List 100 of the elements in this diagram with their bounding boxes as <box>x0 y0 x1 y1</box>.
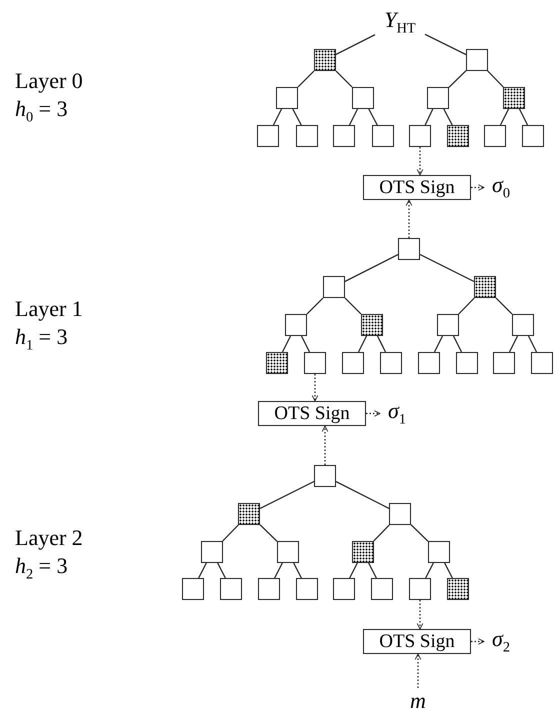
tree-edge <box>300 336 310 352</box>
tree-edge <box>222 524 239 542</box>
tree-edge <box>217 562 226 578</box>
tree-edge <box>306 298 324 314</box>
tree-node-box <box>427 87 449 109</box>
tree-node-box <box>182 578 204 600</box>
tree-node-box <box>333 125 355 147</box>
tree-edge <box>458 298 475 314</box>
tree-edge <box>425 562 434 578</box>
dotted-arrow <box>471 638 484 645</box>
shaded-tree-node-box <box>361 314 383 336</box>
root-label: Y$_{HT}$ <box>375 6 425 38</box>
signature-label: σ$_{1}$ <box>380 400 414 427</box>
tree-node-box <box>531 352 553 374</box>
shaded-tree-node-box <box>474 276 496 298</box>
tree-node-box <box>201 541 223 563</box>
height-label: h$_{0}$ = 3 <box>15 98 68 125</box>
tree-edge <box>349 562 358 578</box>
tree-edge <box>452 336 462 352</box>
tree-node-box <box>456 352 478 374</box>
tree-node-box <box>428 541 450 563</box>
tree-edge <box>496 298 512 314</box>
tree-node-box <box>389 503 411 525</box>
tree-node-box <box>493 352 515 374</box>
tree-edge <box>292 108 302 126</box>
shaded-tree-node-box <box>314 49 336 71</box>
tree-edge <box>487 70 504 88</box>
shaded-tree-node-box <box>266 352 288 374</box>
dotted-arrow <box>471 184 484 191</box>
tree-node-box <box>314 465 336 487</box>
shaded-tree-node-box <box>352 541 374 563</box>
tree-edge <box>420 254 474 282</box>
tree-edge <box>368 108 378 126</box>
shaded-tree-node-box <box>447 578 469 600</box>
tree-edge <box>348 108 358 126</box>
tree-node-box <box>304 352 326 374</box>
tree-edge <box>368 562 377 578</box>
tree-edge <box>336 481 390 509</box>
tree-node-box <box>342 352 364 374</box>
tree-edge <box>444 562 453 578</box>
dotted-arrow <box>312 374 318 402</box>
tree-edge <box>376 336 386 352</box>
tree-node-box <box>371 578 393 600</box>
tree-edge <box>424 34 466 56</box>
tree-node-box <box>484 125 506 147</box>
tree-node-box <box>285 314 307 336</box>
tree-edge <box>260 480 314 510</box>
tree-node-box <box>372 125 394 147</box>
tree-edge <box>518 108 528 126</box>
tree-edge <box>198 562 207 578</box>
dotted-arrow <box>322 426 328 465</box>
tree-edge <box>336 70 352 88</box>
tree-node-box <box>296 578 318 600</box>
dotted-arrow <box>416 147 424 176</box>
tree-edge <box>448 70 466 88</box>
tree-node-box <box>220 578 242 600</box>
tree-node-box <box>380 352 402 374</box>
dotted-arrow <box>366 410 380 417</box>
ots-sign-box: OTS Sign <box>363 629 471 654</box>
tree-node-box <box>296 125 318 147</box>
dotted-arrow <box>414 654 422 688</box>
dotted-arrow <box>406 200 412 238</box>
message-label: m <box>405 688 431 713</box>
tree-node-box <box>418 352 440 374</box>
shaded-tree-node-box <box>503 87 525 109</box>
tree-edge <box>344 254 398 282</box>
tree-node-box <box>409 125 431 147</box>
height-label: h$_{1}$ = 3 <box>15 326 68 353</box>
tree-edge <box>298 70 314 88</box>
tree-node-box <box>352 87 374 109</box>
tree-edge <box>272 108 282 126</box>
tree-edge <box>373 524 390 542</box>
tree-node-box <box>466 49 488 71</box>
layer-label: Layer 0 <box>15 70 83 92</box>
dotted-arrow <box>416 600 424 630</box>
shaded-tree-node-box <box>238 503 260 525</box>
tree-node-box <box>512 314 534 336</box>
tree-edge <box>528 336 538 352</box>
tree-edge <box>260 524 278 542</box>
ots-sign-box: OTS Sign <box>258 401 366 426</box>
layer-label: Layer 2 <box>15 527 83 549</box>
signature-label: σ$_{0}$ <box>484 174 518 201</box>
tree-edge <box>443 108 453 126</box>
tree-edge <box>344 298 362 314</box>
tree-node-box <box>258 578 280 600</box>
ots-sign-box: OTS Sign <box>363 175 471 200</box>
tree-node-box <box>257 125 279 147</box>
tree-node-box <box>276 87 298 109</box>
tree-edge <box>424 108 434 126</box>
tree-edge <box>274 562 283 578</box>
signature-label: σ$_{2}$ <box>484 628 518 655</box>
tree-edge <box>293 562 302 578</box>
layer-label: Layer 1 <box>15 298 83 320</box>
height-label: h$_{2}$ = 3 <box>15 555 68 582</box>
tree-edge <box>336 34 376 55</box>
tree-node-box <box>522 125 544 147</box>
tree-edge <box>358 336 368 352</box>
tree-node-box <box>437 314 459 336</box>
tree-edge <box>434 336 444 352</box>
tree-node-box <box>323 276 345 298</box>
